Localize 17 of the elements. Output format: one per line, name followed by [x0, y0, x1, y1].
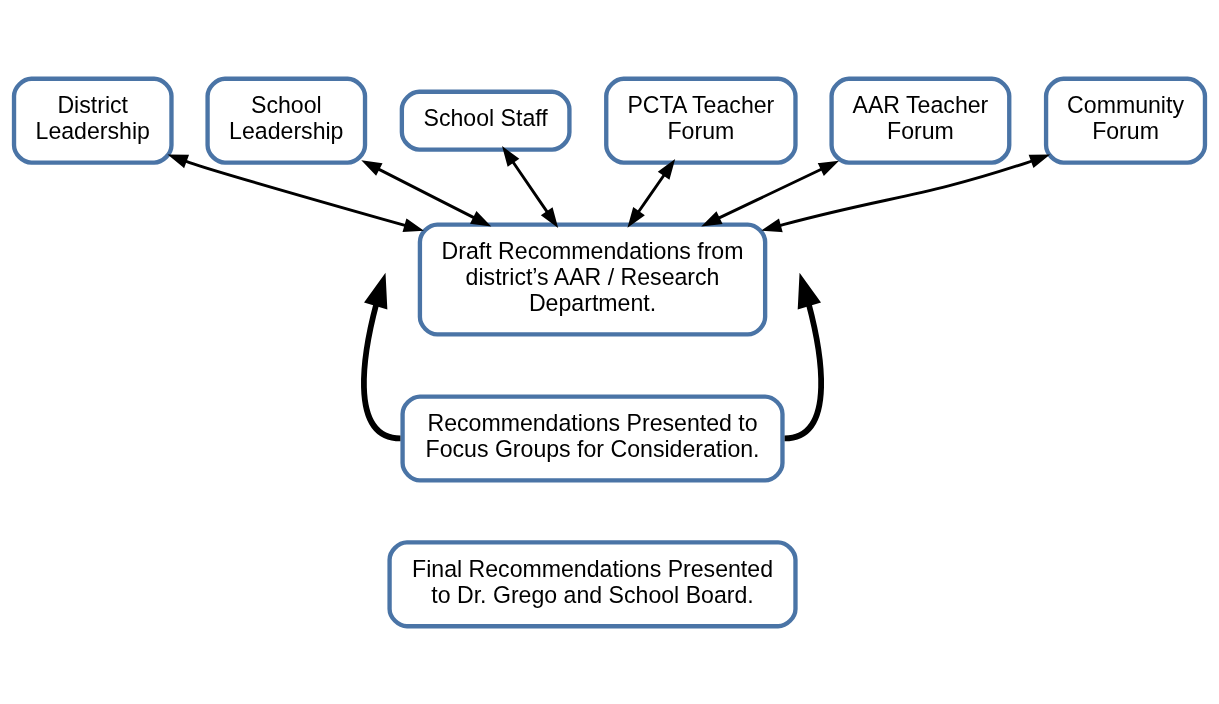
arrow — [167, 153, 424, 232]
arrow — [627, 158, 676, 228]
node-box: Final Recommendations Presented to Dr. Grego and School Board. — [387, 539, 798, 628]
node-box: School Leadership — [205, 76, 368, 165]
arrow — [361, 159, 492, 227]
arrow — [784, 272, 824, 441]
arrow — [361, 272, 401, 441]
node-box: Community Forum — [1043, 76, 1208, 165]
arrow — [502, 145, 559, 228]
node-box: Recommendations Presented to Focus Groups for Consideration. — [400, 393, 785, 482]
node-box: School Staff — [399, 89, 572, 152]
node-box: AAR Teacher Forum — [829, 76, 1012, 165]
node-box: District Leadership — [11, 76, 174, 165]
node-box: PCTA Teacher Forum — [604, 76, 798, 165]
node-box: Draft Recommendations from district’s AAR / Research Department. — [417, 222, 768, 337]
arrow — [761, 153, 1051, 232]
arrow — [701, 160, 840, 226]
